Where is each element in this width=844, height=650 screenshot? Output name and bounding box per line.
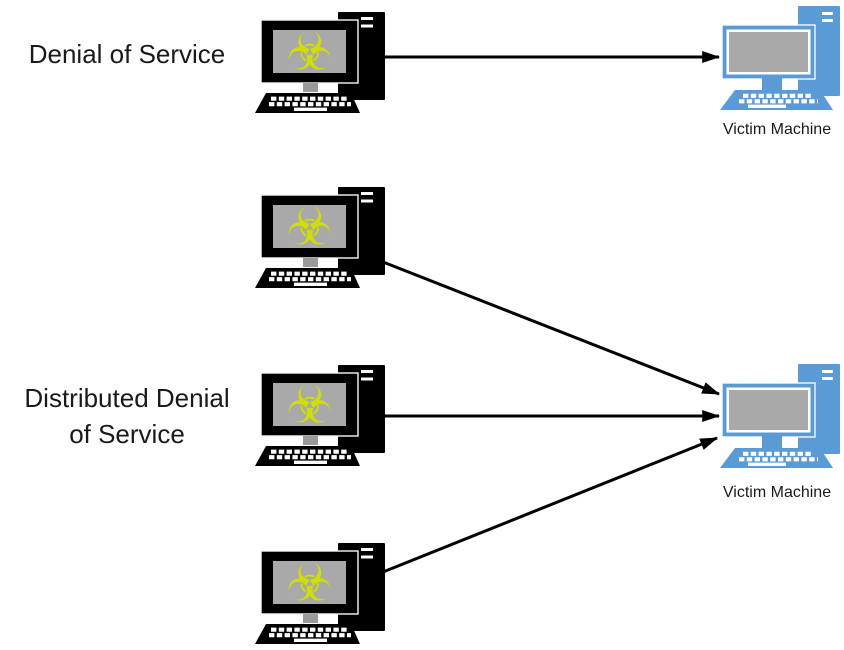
monitor-stand: [762, 77, 782, 91]
monitor-stand: [303, 614, 318, 623]
victim-machine-dos: [720, 6, 840, 110]
monitor-stand: [762, 435, 782, 449]
dos-section-label: Denial of Service: [28, 39, 226, 69]
tower-vent-icon: [361, 555, 373, 559]
monitor-stand: [303, 258, 318, 267]
tower-vent-icon: [822, 12, 833, 15]
biohazard-icon: ☣: [286, 376, 333, 436]
ddos-section-label-line1: Distributed Denial: [24, 383, 230, 413]
tower-vent-icon: [822, 377, 833, 380]
victim-machine-ddos: [720, 364, 840, 468]
attacker-machine-ddos-2: ☣: [255, 365, 385, 466]
biohazard-icon: ☣: [286, 554, 333, 614]
monitor-screen: [273, 561, 346, 604]
monitor-screen: [729, 390, 808, 430]
monitor-screen: [273, 383, 346, 426]
attacker-machine-ddos-1: ☣: [255, 187, 385, 288]
monitor-stand: [303, 436, 318, 445]
ddos-attack-arrow-1: [382, 260, 721, 396]
biohazard-icon: ☣: [286, 23, 333, 83]
monitor-stand: [303, 83, 318, 92]
monitor-screen: [273, 30, 346, 73]
monitor-screen: [729, 32, 808, 72]
tower-vent-icon: [361, 370, 373, 373]
tower-vent-icon: [361, 548, 373, 551]
victim-machine-label: Victim Machine: [722, 121, 832, 138]
tower-vent-icon: [361, 192, 373, 195]
biohazard-icon: ☣: [286, 198, 333, 258]
tower-vent-icon: [822, 370, 833, 373]
ddos-section-label: Distributed Denial of Service: [24, 380, 229, 452]
ddos-section-label-line2: of Service: [69, 419, 185, 449]
tower-vent-icon: [361, 17, 373, 20]
ddos-attack-arrow-3: [382, 436, 719, 574]
victim-machine-label: Victim Machine: [722, 484, 832, 501]
attacker-machine-ddos-3: ☣: [255, 543, 385, 644]
attacker-machine-dos: ☣: [255, 12, 385, 113]
tower-vent-icon: [361, 24, 373, 28]
tower-vent-icon: [361, 199, 373, 203]
tower-vent-icon: [361, 377, 373, 381]
tower-vent-icon: [822, 19, 833, 22]
monitor-screen: [273, 205, 346, 248]
